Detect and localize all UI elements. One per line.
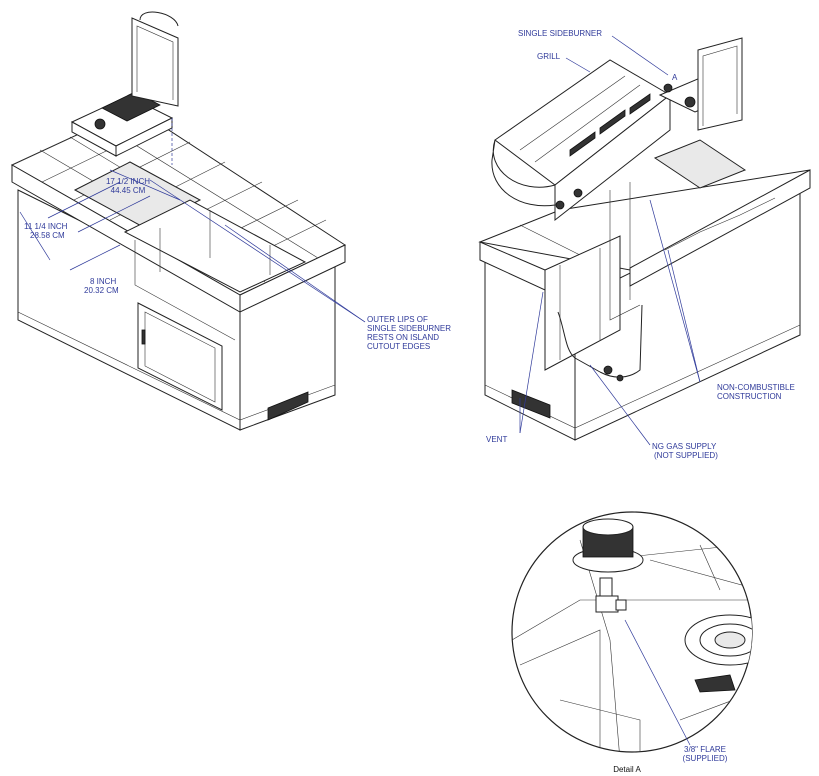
detail-flare-line1: 3/8" FLARE: [684, 745, 726, 754]
label-noncombustible-line2: CONSTRUCTION: [717, 392, 782, 401]
label-gas-line1: NG GAS SUPPLY: [652, 442, 717, 451]
label-grill: GRILL: [537, 52, 561, 61]
dim-11-line2: 28.58 CM: [30, 231, 65, 240]
callout-lips-line1: OUTER LIPS OF: [367, 315, 428, 324]
label-gas-line2: (NOT SUPPLIED): [654, 451, 718, 460]
detail-a-figure: 3/8" FLARE (SUPPLIED) Detail A: [512, 512, 775, 774]
dim-8-line1: 8 INCH: [90, 277, 116, 286]
label-single-sideburner: SINGLE SIDEBURNER: [518, 29, 602, 38]
door-handle: [142, 330, 145, 344]
dim-8-line2: 20.32 CM: [84, 286, 119, 295]
dim-11-line1: 11 1/4 INCH: [24, 222, 68, 231]
sideburner-lid: [132, 18, 178, 106]
left-island-figure: 17 1/2 INCH 44.45 CM 11 1/4 INCH 28.58 C…: [12, 12, 451, 430]
sideburner-lid-right: [698, 38, 742, 130]
callout-lips-line4: CUTOUT EDGES: [367, 342, 430, 351]
callout-lips-line2: SINGLE SIDEBURNER: [367, 324, 451, 333]
detail-flare-line2: (SUPPLIED): [683, 754, 728, 763]
detail-caption: Detail A: [613, 765, 641, 774]
right-island-figure: SINGLE SIDEBURNER GRILL A VENT NON-COMBU…: [480, 29, 810, 460]
dim-17-line2: 44.45 CM: [111, 186, 146, 195]
detail-flare-fitting: [596, 596, 618, 612]
burner-knob: [95, 119, 105, 129]
callout-lips-line3: RESTS ON ISLAND: [367, 333, 439, 342]
label-vent: VENT: [486, 435, 507, 444]
label-detail-a: A: [672, 73, 678, 82]
label-noncombustible-line1: NON-COMBUSTIBLE: [717, 383, 795, 392]
dim-17-line1: 17 1/2 INCH: [106, 177, 150, 186]
